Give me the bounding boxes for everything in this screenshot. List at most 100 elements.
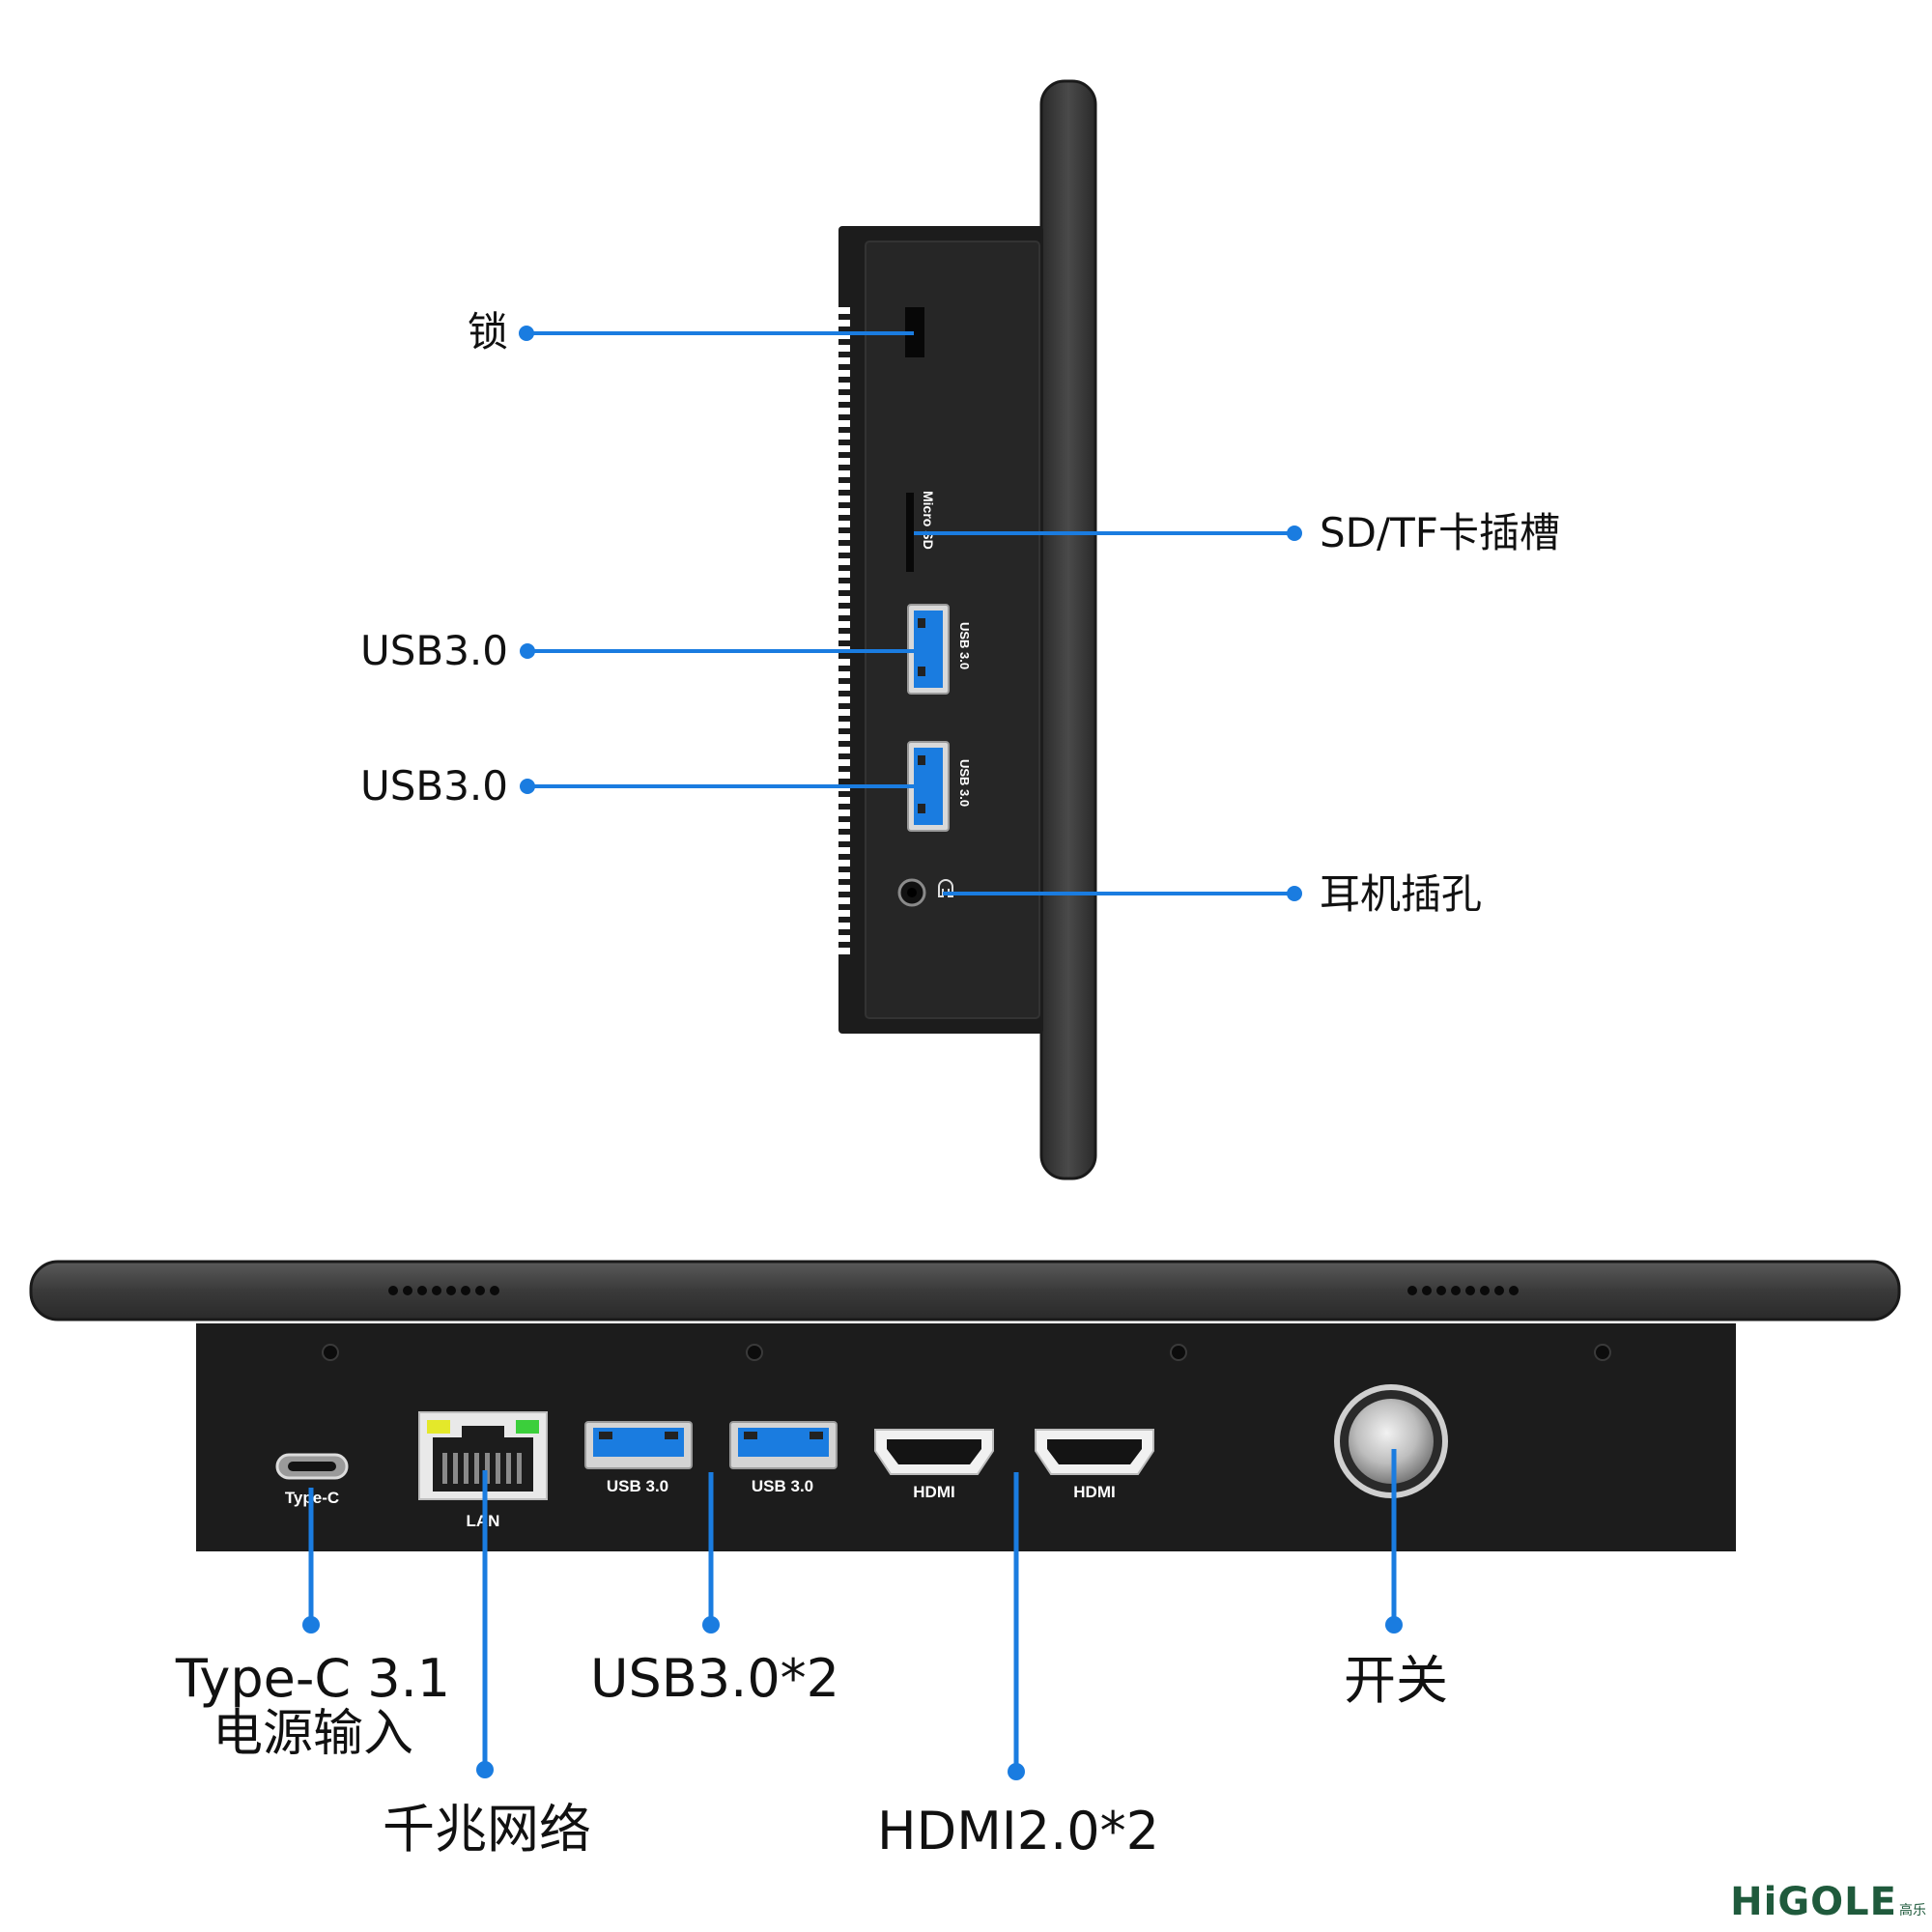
power-button <box>1334 1384 1448 1498</box>
callout-type-c-line1: Type-C 3.1 <box>175 1648 450 1709</box>
lan-pin <box>496 1453 500 1484</box>
type-c-port: Type-C <box>275 1453 349 1507</box>
callout-usb-1: USB3.0 <box>360 627 923 674</box>
fin-gap <box>837 433 850 440</box>
fin-gap <box>837 897 850 904</box>
fin-gap <box>837 696 850 703</box>
speaker-hole <box>417 1286 427 1295</box>
lan-pins <box>442 1453 522 1484</box>
screw-icon <box>746 1344 763 1361</box>
fin-gap <box>837 345 850 352</box>
fin-gap <box>837 847 850 854</box>
screw-icon <box>322 1344 339 1361</box>
fin-gap <box>837 822 850 829</box>
fin-gap <box>837 508 850 515</box>
screw-icon <box>1594 1344 1611 1361</box>
side-bezel <box>1039 79 1097 1180</box>
bottom-view: Type-C LAN USB 3.0 USB 3.0 <box>29 1260 1901 1861</box>
speaker-hole <box>1480 1286 1490 1295</box>
fin-gap <box>837 634 850 640</box>
callout-type-c: Type-C 3.1 电源输入 <box>175 1488 450 1763</box>
fin-gap <box>837 772 850 779</box>
side-usb-port-1: USB 3.0 <box>907 604 972 695</box>
fin-gap <box>837 395 850 402</box>
callout-usb-pair-label: USB3.0*2 <box>590 1648 839 1709</box>
fin-gap <box>837 558 850 565</box>
callout-lan-label: 千兆网络 <box>383 1799 591 1860</box>
lan-pin <box>485 1453 490 1484</box>
lock-slot-icon <box>905 307 924 357</box>
fin-gap <box>837 747 850 753</box>
lan-pin <box>506 1453 511 1484</box>
fin-gap <box>837 923 850 929</box>
callout-lan: 千兆网络 <box>383 1470 591 1860</box>
fin-gap <box>837 332 850 339</box>
fin-gap <box>837 935 850 942</box>
fin-gap <box>837 948 850 954</box>
bottom-usb-print-1: USB 3.0 <box>607 1477 668 1495</box>
callout-hdmi-pair-label: HDMI2.0*2 <box>877 1801 1159 1861</box>
fin-gap <box>837 383 850 389</box>
callout-usb-1-label: USB3.0 <box>360 627 508 674</box>
side-port-panel <box>865 241 1040 1019</box>
bottom-usb-port-2: USB 3.0 <box>729 1421 838 1495</box>
callout-usb-pair: USB3.0*2 <box>590 1472 839 1709</box>
hdmi-print-2: HDMI <box>1073 1483 1115 1501</box>
callout-hdmi-pair: HDMI2.0*2 <box>877 1472 1159 1861</box>
cooling-fins <box>837 307 850 954</box>
callout-power: 开关 <box>1344 1449 1448 1711</box>
brand-logo-sub: 高乐 <box>1899 1903 1926 1918</box>
speaker-hole <box>432 1286 441 1295</box>
callout-power-label: 开关 <box>1344 1650 1448 1711</box>
fin-gap <box>837 546 850 553</box>
brand-logo-text: HiGOLE <box>1730 1880 1897 1924</box>
fin-gap <box>837 470 850 477</box>
callout-usb-2: USB3.0 <box>360 762 923 810</box>
fin-gap <box>837 734 850 741</box>
callout-sd-slot: SD/TF卡插槽 <box>914 509 1560 556</box>
fin-gap <box>837 596 850 603</box>
speaker-hole <box>388 1286 398 1295</box>
hdmi-port-1: HDMI <box>874 1429 994 1501</box>
side-view: Micro SD USB 3.0 USB 3.0 锁 <box>360 79 1560 1180</box>
micro-sd-print: Micro SD <box>921 491 936 550</box>
fin-gap <box>837 496 850 502</box>
fin-gap <box>837 659 850 666</box>
fin-gap <box>837 759 850 766</box>
speaker-hole <box>461 1286 470 1295</box>
lan-pin <box>464 1453 469 1484</box>
side-usb-print-1: USB 3.0 <box>957 622 972 669</box>
speaker-hole <box>1465 1286 1475 1295</box>
fin-gap <box>837 583 850 590</box>
speaker-hole <box>475 1286 485 1295</box>
fin-gap <box>837 835 850 841</box>
callout-type-c-line2: 电源输入 <box>213 1705 413 1763</box>
callout-lock: 锁 <box>468 308 914 355</box>
speaker-hole <box>1436 1286 1446 1295</box>
callout-lock-label: 锁 <box>468 308 508 355</box>
bottom-usb-port-1: USB 3.0 <box>584 1421 693 1495</box>
speaker-grill-left <box>388 1286 499 1295</box>
fin-gap <box>837 621 850 628</box>
fin-gap <box>837 533 850 540</box>
hdmi-print-1: HDMI <box>913 1483 954 1501</box>
fin-gap <box>837 408 850 414</box>
fin-gap <box>837 307 850 314</box>
screw-icon <box>1170 1344 1187 1361</box>
fin-gap <box>837 709 850 716</box>
audio-jack-icon <box>897 878 953 907</box>
fin-gap <box>837 483 850 490</box>
fin-gap <box>837 445 850 452</box>
speaker-hole <box>1451 1286 1461 1295</box>
speaker-hole <box>490 1286 499 1295</box>
speaker-hole <box>403 1286 412 1295</box>
fin-gap <box>837 722 850 728</box>
speaker-hole <box>1407 1286 1417 1295</box>
fin-gap <box>837 797 850 804</box>
fin-gap <box>837 860 850 867</box>
fin-gap <box>837 521 850 527</box>
bottom-usb-print-2: USB 3.0 <box>752 1477 813 1495</box>
brand-logo: HiGOLE 高乐 <box>1730 1880 1926 1924</box>
bottom-bezel <box>29 1260 1901 1321</box>
